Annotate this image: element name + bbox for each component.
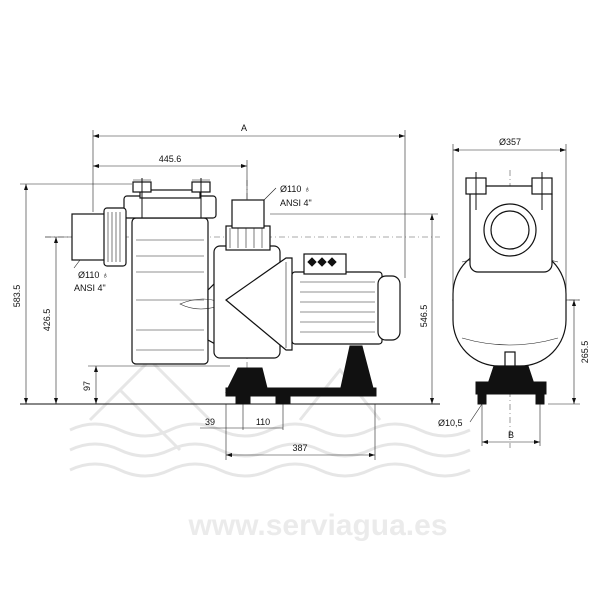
strainer-basket (123, 178, 217, 365)
dim-body-diameter: Ø357 (499, 137, 521, 147)
dim-suction-to-discharge: 445.6 (159, 154, 182, 164)
suction-connection (71, 207, 127, 267)
dim-shaft-height: 265.5 (580, 341, 590, 364)
motor (291, 253, 401, 345)
front-view-dimensions: Ø357 265.5 Ø10,5 B (438, 137, 590, 446)
watermark-logo (69, 357, 471, 478)
dim-overall-length: A (241, 123, 247, 133)
dim-suction-height: 426.5 (42, 309, 52, 332)
dim-total-height: 583.5 (12, 285, 22, 308)
dim-discharge-pipe-dia: Ø110 ♁ (280, 184, 311, 194)
dimension-arrows (24, 134, 576, 457)
pump-side-view (45, 178, 440, 405)
watermark-url: www.serviagua.es (187, 509, 447, 542)
dim-suction-pipe-dia: Ø110 ♁ (78, 270, 109, 280)
pump-front-view (452, 170, 580, 448)
dim-base-height: 97 (82, 381, 92, 391)
dim-foot-spacing: 110 (256, 417, 270, 427)
pump-base (225, 345, 377, 405)
dim-base-length: 387 (292, 443, 307, 453)
dim-discharge-pipe-std: ANSI 4" (280, 198, 312, 208)
dim-base-width: B (508, 430, 514, 440)
pump-volute (213, 199, 293, 359)
dim-foot-offset: 39 (205, 417, 215, 427)
watermark: www.serviagua.es (69, 357, 471, 542)
dim-suction-pipe-std: ANSI 4" (74, 283, 106, 293)
dim-discharge-height: 546.5 (419, 305, 429, 328)
dim-bolt-hole: Ø10,5 (438, 418, 463, 428)
side-view-dimensions: A 445.6 Ø110 ♁ ANSI 4" Ø110 ♁ ANSI 4" 58… (12, 123, 438, 460)
